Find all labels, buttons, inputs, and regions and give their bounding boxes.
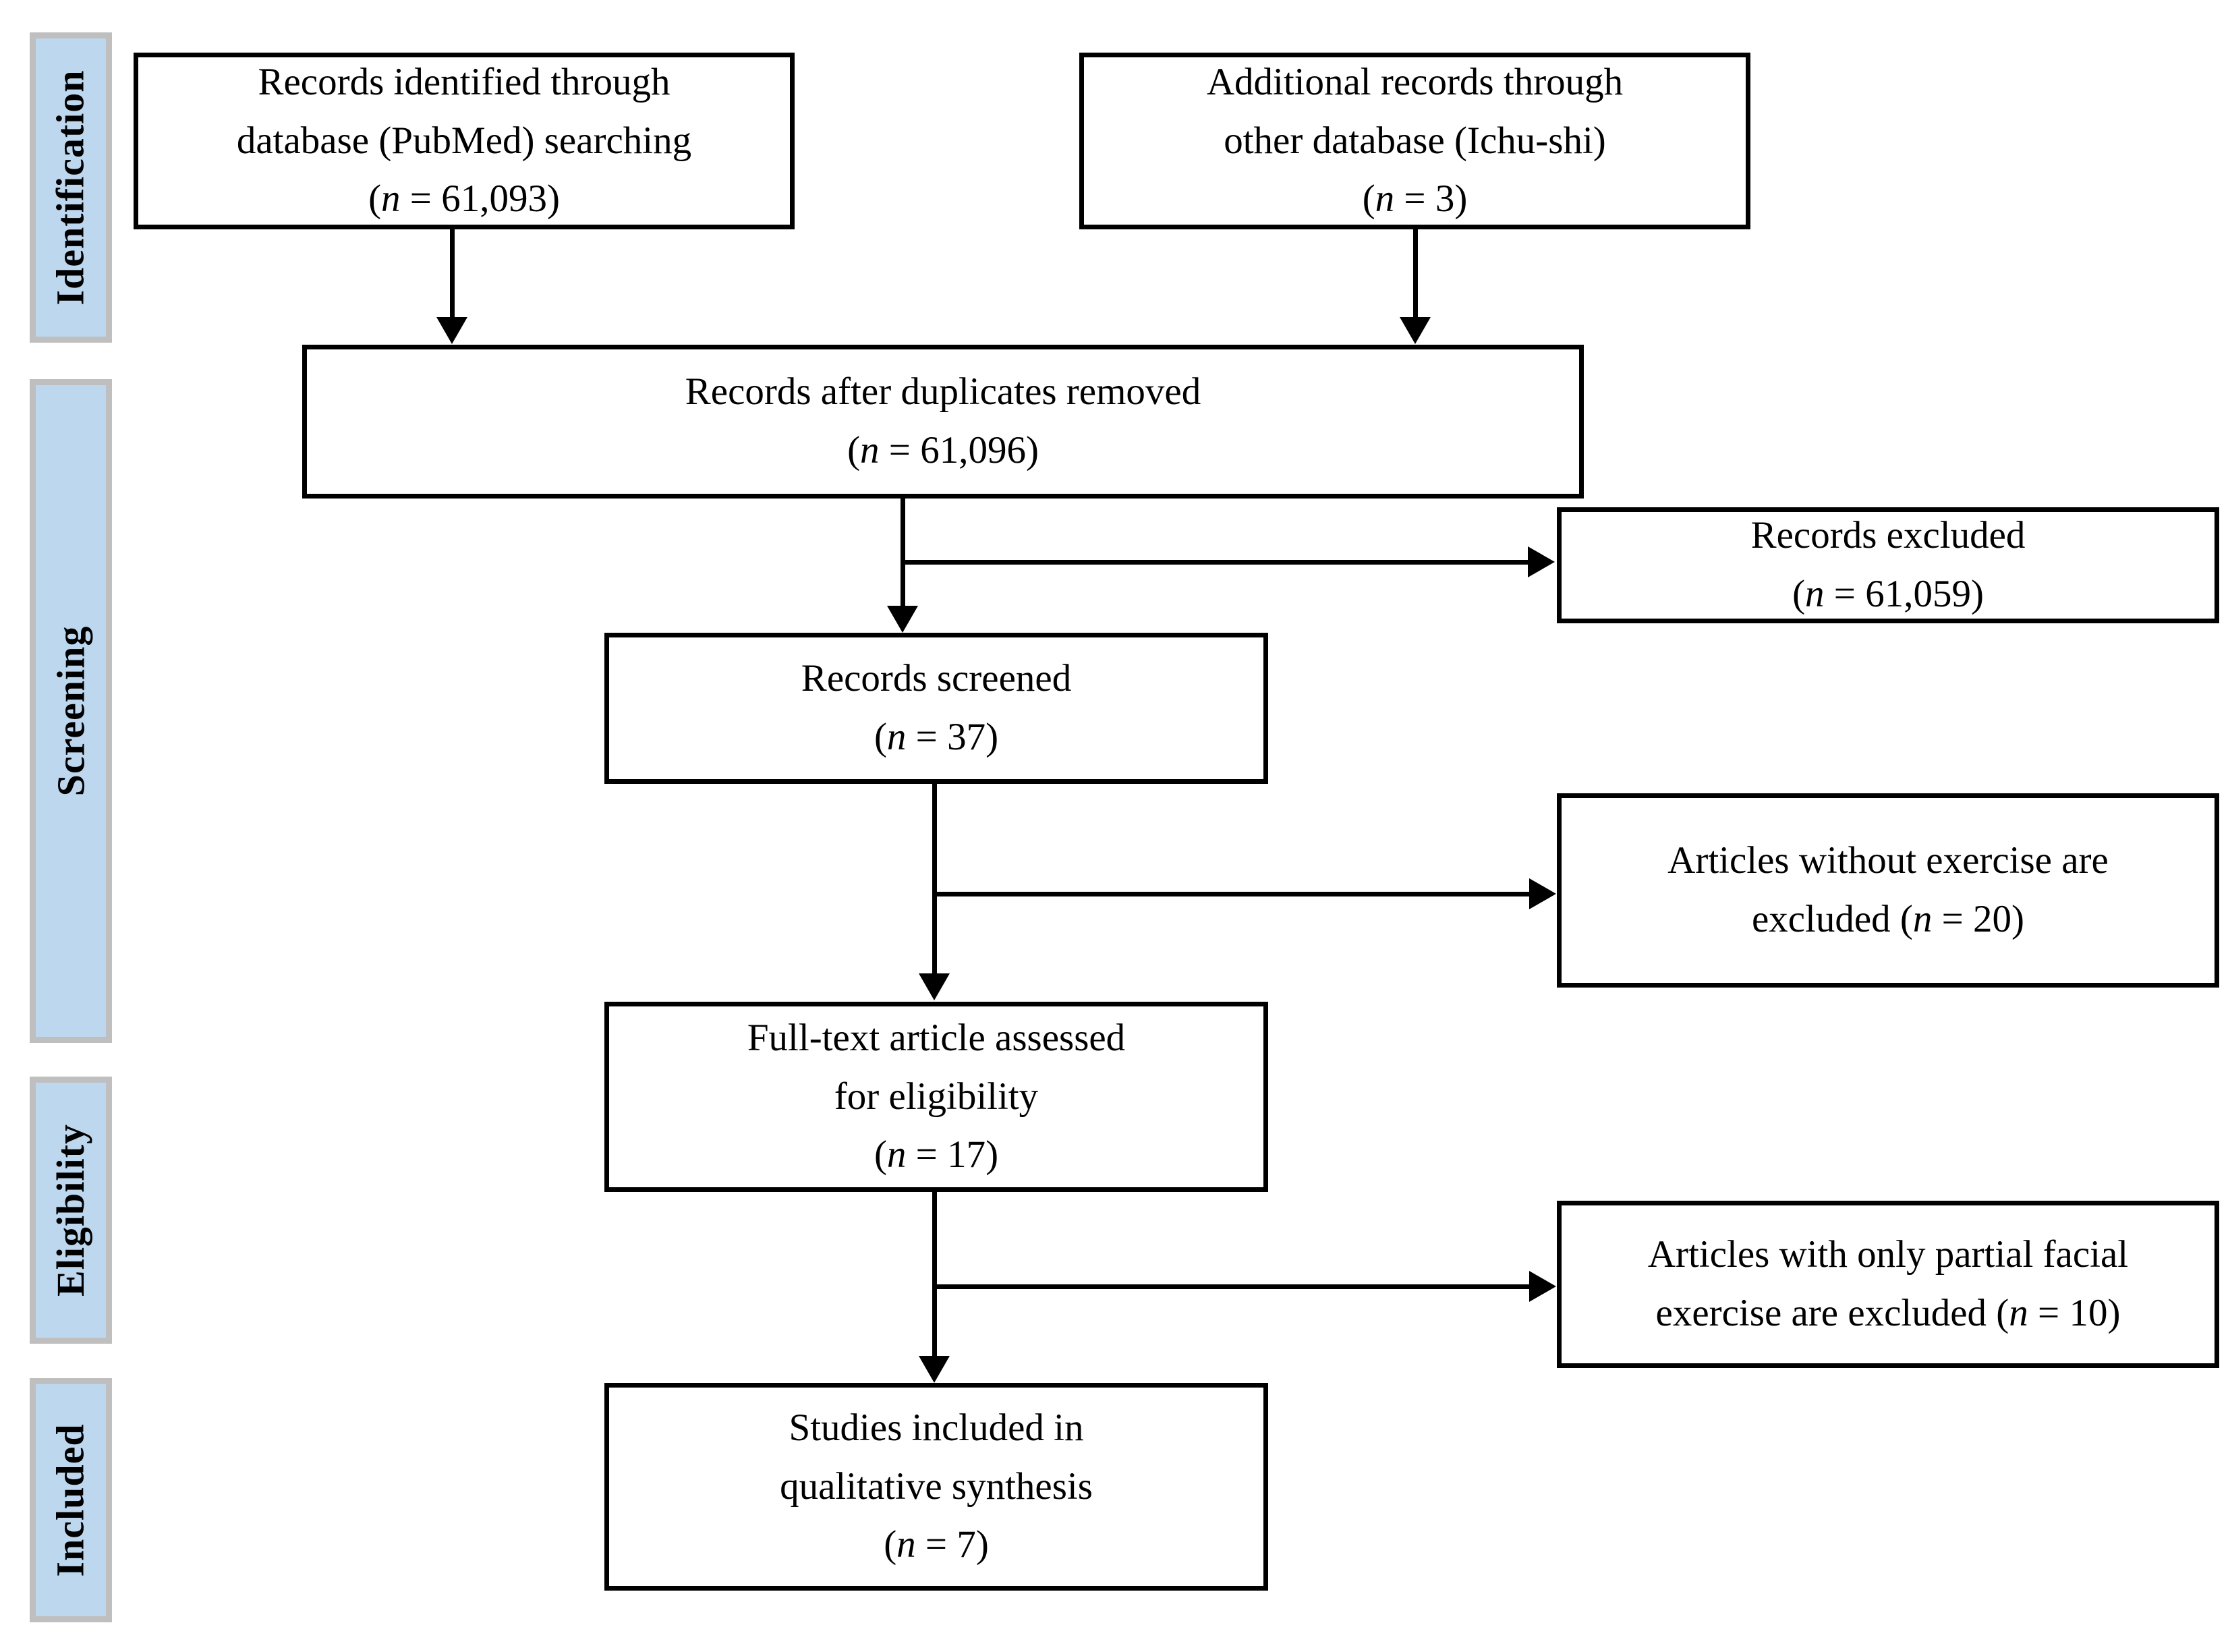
- stage-band-screening-label: Screening: [49, 625, 92, 797]
- box-studies-included-line2: qualitative synthesis: [780, 1464, 1093, 1508]
- stage-band-included: Included: [30, 1378, 112, 1622]
- box-articles-partial-facial-line2: exercise are excluded (n = 10): [1655, 1292, 2121, 1334]
- box-additional-records-count: (n = 3): [1362, 177, 1468, 221]
- box-records-excluded: Records excluded (n = 61,059): [1557, 507, 2219, 623]
- box-articles-without-exercise-line2: excluded (n = 20): [1751, 898, 2025, 940]
- connector-fulltext-trunk: [932, 1191, 937, 1359]
- box-records-identified: Records identified through database (Pub…: [134, 53, 795, 229]
- n-symbol: n: [2009, 1292, 2028, 1334]
- box-records-identified-count: (n = 61,093): [368, 177, 560, 221]
- arrowhead-fulltext-to-included: [919, 1356, 950, 1383]
- box-articles-partial-facial: Articles with only partial facial exerci…: [1557, 1201, 2219, 1368]
- box-additional-records-line1: Additional records through: [1206, 61, 1624, 104]
- box-fulltext-assessed-line2: for eligibility: [834, 1075, 1039, 1118]
- box-records-screened-line1: Records screened: [801, 657, 1072, 700]
- stage-band-included-label: Included: [49, 1423, 93, 1577]
- box-records-screened: Records screened (n = 37): [604, 633, 1268, 784]
- stage-band-eligibility-label: Eligibility: [49, 1124, 93, 1297]
- n-symbol: n: [1912, 898, 1933, 940]
- connector-additional-to-duplicates: [1413, 229, 1418, 319]
- n-symbol: n: [886, 716, 907, 758]
- box-studies-included: Studies included in qualitative synthesi…: [604, 1383, 1268, 1591]
- box-records-excluded-count: (n = 61,059): [1792, 573, 1984, 615]
- box-additional-records: Additional records through other databas…: [1079, 53, 1750, 229]
- box-additional-records-line2: other database (Ichu-shi): [1224, 119, 1606, 162]
- box-records-identified-line1: Records identified through: [258, 61, 670, 104]
- box-articles-without-exercise-line1: Articles without exercise are: [1667, 839, 2109, 882]
- arrowhead-fulltext-to-partial-facial: [1529, 1271, 1556, 1302]
- stage-band-screening: Screening: [30, 379, 112, 1043]
- n-symbol: n: [381, 177, 401, 221]
- stage-band-identification: Identification: [30, 32, 112, 343]
- box-duplicates-removed-line1: Records after duplicates removed: [685, 370, 1201, 414]
- box-articles-without-exercise: Articles without exercise are excluded (…: [1557, 793, 2219, 988]
- connector-identified-to-duplicates: [450, 228, 455, 319]
- box-fulltext-assessed-line1: Full-text article assessed: [747, 1017, 1126, 1060]
- connector-duplicates-to-excluded: [903, 560, 1530, 565]
- box-fulltext-assessed: Full-text article assessed for eligibili…: [604, 1002, 1268, 1192]
- stage-band-eligibility: Eligibility: [30, 1077, 112, 1344]
- arrowhead-duplicates-to-screened: [887, 606, 918, 633]
- stage-band-identification-label: Identification: [49, 69, 92, 306]
- box-records-excluded-line1: Records excluded: [1750, 514, 2026, 557]
- box-records-identified-line2: database (PubMed) searching: [236, 119, 692, 162]
- box-duplicates-removed: Records after duplicates removed (n = 61…: [302, 345, 1584, 499]
- arrowhead-screened-to-fulltext: [919, 973, 950, 1000]
- arrowhead-additional-to-duplicates: [1400, 317, 1431, 344]
- box-studies-included-line1: Studies included in: [789, 1406, 1084, 1450]
- arrowhead-screened-to-without-exercise: [1529, 878, 1556, 909]
- arrowhead-identified-to-duplicates: [436, 317, 467, 344]
- connector-screened-trunk: [932, 782, 937, 975]
- box-records-screened-count: (n = 37): [874, 716, 999, 758]
- connector-duplicates-trunk: [901, 496, 905, 607]
- n-symbol: n: [896, 1523, 916, 1566]
- connector-screened-to-without-exercise: [934, 892, 1531, 896]
- connector-fulltext-to-partial-facial: [934, 1284, 1531, 1289]
- n-symbol: n: [1805, 573, 1825, 615]
- n-symbol: n: [1375, 177, 1395, 221]
- box-articles-partial-facial-line1: Articles with only partial facial: [1647, 1233, 2129, 1276]
- n-symbol: n: [860, 429, 880, 472]
- arrowhead-duplicates-to-excluded: [1528, 546, 1555, 577]
- box-fulltext-assessed-count: (n = 17): [874, 1133, 999, 1176]
- n-symbol: n: [886, 1133, 907, 1176]
- box-duplicates-removed-count: (n = 61,096): [847, 429, 1039, 472]
- box-studies-included-count: (n = 7): [884, 1523, 989, 1566]
